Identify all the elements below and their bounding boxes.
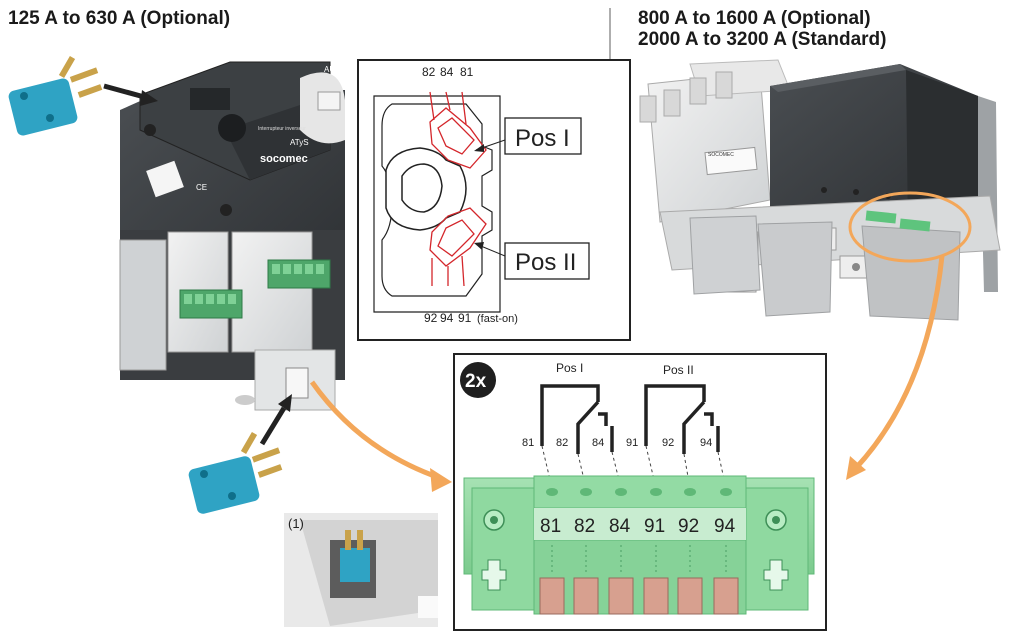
contact-symbol-pos-2 [644,384,720,454]
terminal-label-91: 91 [644,516,665,537]
terminal-81-top: 81 [460,65,474,79]
orange-arrow-left [309,380,441,481]
inset-note: (1) [288,516,304,531]
pos-2-box [504,242,590,280]
pos-1-box [504,117,582,155]
large-changeover-switch-device: SOCOMEC [639,59,1001,321]
terminal-label-94: 94 [714,516,736,537]
inset-photo [284,513,438,627]
wire-label-81: 81 [522,437,534,449]
arrow-to-device [103,83,149,101]
switch-position-diagram: 82 84 81 92 94 91 (fast-on) Pos I Pos II [357,59,631,341]
quantity-badge [460,362,496,398]
terminal-94-bottom: 94 [440,311,454,325]
terminal-label-81: 81 [540,516,561,537]
small-device-brand: socomec [260,153,308,165]
quantity-badge-label: 2x [465,371,487,392]
small-device-label: Interrupteur inverseur [258,126,306,132]
wire-label-94: 94 [700,437,712,449]
terminal-84-top: 84 [440,65,454,79]
pos-2-label: Pos II [515,249,576,276]
large-device-brand: SOCOMEC [708,152,734,158]
terminal-block-connector [463,475,815,615]
wire-label-91: 91 [626,437,638,449]
terminal-92-bottom: 92 [424,311,438,325]
connector-wiring-diagram: 2x Pos I Pos II 81 82 84 91 92 94 [453,353,827,631]
terminal-91-bottom: 91 [458,311,472,325]
terminal-label-84: 84 [609,516,631,537]
heading-left: 125 A to 630 A (Optional) [8,8,231,29]
micro-switch-image-bottom [188,431,283,514]
heading-right-line1: 800 A to 1600 A (Optional) [638,8,871,29]
terminal-82-top: 82 [422,65,436,79]
heading-right-line2: 2000 A to 3200 A (Standard) [638,29,887,50]
fast-on-note: (fast-on) [477,313,518,325]
terminal-label-82: 82 [574,516,595,537]
small-changeover-switch-device: AUT socomec ATyS Interrupteur inverseur … [119,61,345,411]
ce-mark: CE [196,183,207,192]
wire-label-84: 84 [592,437,604,449]
pos-1-label: Pos I [515,125,570,152]
arrow-to-socket [259,406,287,446]
wire-label-92: 92 [662,437,674,449]
connector-highlight-ellipse [848,191,972,263]
auto-mark: AUT [324,65,340,74]
orange-arrow-right [854,255,945,470]
wire-label-82: 82 [556,437,568,449]
group-pos-2-label: Pos II [663,363,694,377]
barcode [146,160,184,198]
micro-switch-image-top [8,55,103,136]
contact-symbol-pos-1 [540,384,614,454]
small-device-model: ATyS [290,138,309,147]
group-pos-1-label: Pos I [556,361,583,375]
terminal-label-92: 92 [678,516,699,537]
